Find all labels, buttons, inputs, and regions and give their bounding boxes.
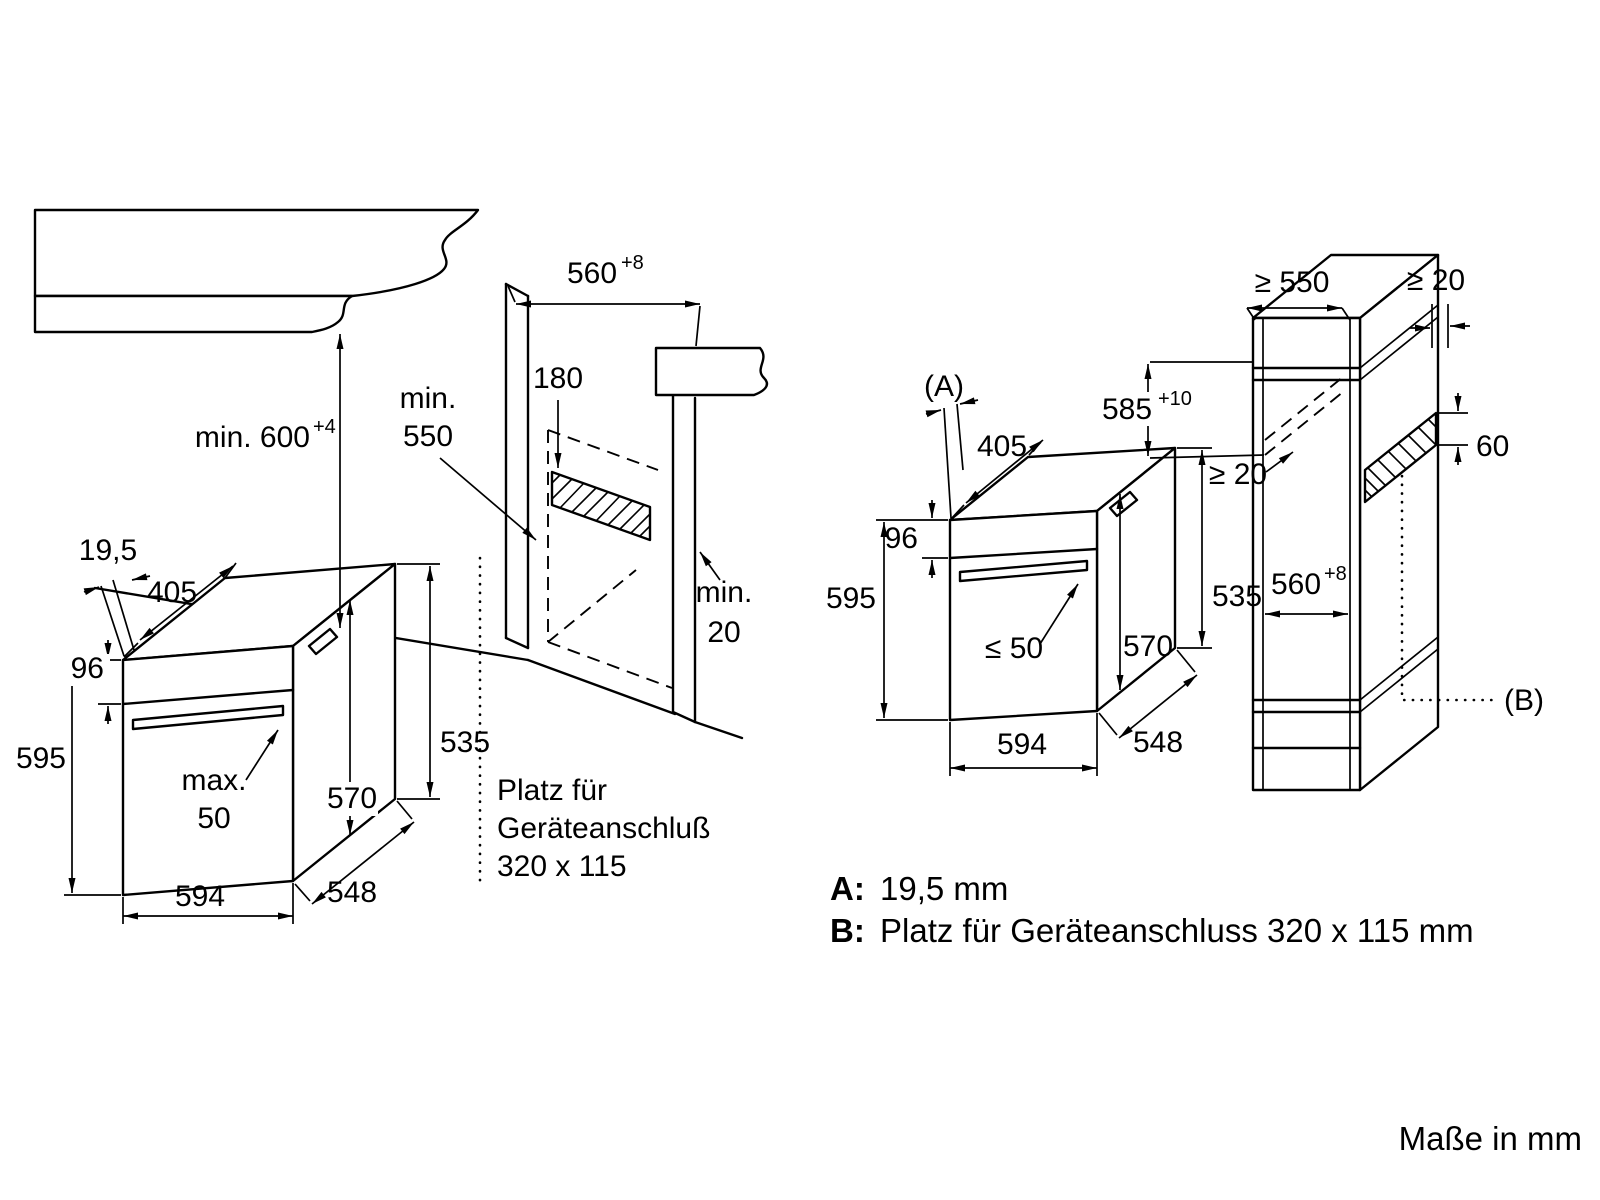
dim-niche-depth: 560 bbox=[1271, 568, 1321, 601]
connection-note-1: Platz für bbox=[497, 774, 607, 807]
dim-rear-gap-2: 20 bbox=[707, 616, 740, 649]
dim-back-height: 535 bbox=[440, 726, 490, 759]
legend-a-label: A: bbox=[830, 870, 865, 907]
control-panel-line bbox=[948, 547, 1099, 560]
dim-oven-height: 595 bbox=[826, 582, 876, 615]
dim-handle-max-2: 50 bbox=[197, 802, 230, 835]
legend: A: 19,5 mm B: Platz für Geräteanschluss … bbox=[830, 870, 1474, 949]
countertop bbox=[33, 208, 480, 334]
control-panel-line bbox=[121, 688, 295, 706]
countertop-front-face bbox=[33, 294, 354, 334]
dim-handle-max-1: max. bbox=[181, 764, 246, 797]
dim-niche-height-sup: +10 bbox=[1158, 388, 1192, 410]
dim-connection-offset: 180 bbox=[533, 362, 583, 395]
tall-cabinet bbox=[1251, 253, 1494, 792]
dim-body-depth: 405 bbox=[147, 576, 197, 609]
niche-cabinet bbox=[93, 282, 769, 884]
dim-oven-width: 594 bbox=[175, 880, 225, 913]
oven-handle bbox=[958, 559, 1089, 583]
dim-min-height: min. 600 bbox=[195, 421, 310, 454]
dim-top-gap: ≥ 20 bbox=[1407, 264, 1465, 297]
oven-left bbox=[121, 562, 397, 897]
connection-area-hatch bbox=[550, 470, 652, 542]
dim-rear-gap-1: min. bbox=[696, 576, 753, 609]
connection-note-2: Geräteanschluß bbox=[497, 812, 710, 845]
counter-piece-right bbox=[654, 346, 769, 397]
dim-rear-gap: ≥ 20 bbox=[1209, 458, 1267, 491]
dim-panel-height: 96 bbox=[885, 522, 918, 555]
dim-min-depth-1: min. bbox=[400, 382, 457, 415]
dim-oven-depth: 548 bbox=[327, 876, 377, 909]
left-dimensions: 560 +8 min. 600 +4 min. 550 180 min. 20 … bbox=[16, 252, 752, 924]
legend-a-text: 19,5 mm bbox=[880, 870, 1008, 907]
oven-front-face bbox=[948, 509, 1099, 722]
legend-b-label: B: bbox=[830, 912, 865, 949]
ref-a: (A) bbox=[924, 370, 964, 403]
dim-oven-depth: 548 bbox=[1133, 726, 1183, 759]
dim-niche-depth-sup: +8 bbox=[1324, 563, 1347, 585]
legend-b-text: Platz für Geräteanschluss 320 x 115 mm bbox=[880, 912, 1474, 949]
dim-handle-max: ≤ 50 bbox=[985, 632, 1043, 665]
dim-min-height-sup: +4 bbox=[313, 416, 336, 438]
dim-overhang: 19,5 bbox=[79, 534, 137, 567]
cabinet-side-face bbox=[1358, 253, 1440, 792]
footer-units-note: Maße in mm bbox=[1399, 1120, 1582, 1157]
dim-back-height: 535 bbox=[1212, 580, 1262, 613]
dim-oven-height: 595 bbox=[16, 742, 66, 775]
right-scene: (A) 405 96 595 ≤ 50 570 bbox=[826, 253, 1544, 949]
ref-b: (B) bbox=[1504, 684, 1544, 717]
dim-oven-width: 594 bbox=[997, 728, 1047, 761]
left-scene: 560 +8 min. 600 +4 min. 550 180 min. 20 … bbox=[16, 208, 769, 924]
dim-cabinet-width: ≥ 550 bbox=[1255, 266, 1330, 299]
dim-niche-width: 560 bbox=[567, 257, 617, 290]
countertop-top-face bbox=[33, 208, 480, 298]
oven-handle bbox=[131, 704, 285, 731]
dim-panel-height: 96 bbox=[71, 652, 104, 685]
dim-inner-height: 570 bbox=[327, 782, 377, 815]
cabinet-front-face bbox=[1251, 316, 1362, 792]
dim-min-depth-2: 550 bbox=[403, 420, 453, 453]
dim-vent-height: 60 bbox=[1476, 430, 1509, 463]
right-dimensions: (A) 405 96 595 ≤ 50 570 bbox=[826, 264, 1544, 776]
dim-body-depth: 405 bbox=[977, 430, 1027, 463]
dim-niche-height: 585 bbox=[1102, 393, 1152, 426]
dim-niche-width-sup: +8 bbox=[621, 252, 644, 274]
connection-note-3: 320 x 115 bbox=[497, 850, 627, 883]
dim-inner-height: 570 bbox=[1123, 630, 1173, 663]
connection-area-hatch bbox=[1363, 411, 1438, 504]
side-grip-hole bbox=[307, 627, 339, 656]
